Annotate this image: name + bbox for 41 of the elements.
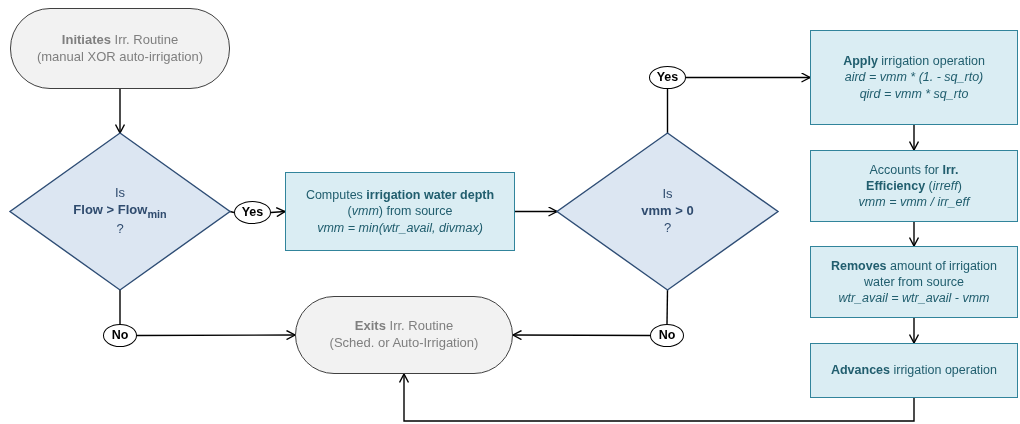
arrow: [136, 329, 296, 341]
node-text: Exits Irr. Routine: [354, 318, 454, 335]
arrow: [514, 206, 558, 217]
node-text: Accounts for Irr. Efficiency (irreff): [865, 161, 963, 195]
node-text: ?: [116, 220, 124, 238]
formula-text: qird = vmm * sq_rto: [859, 85, 969, 102]
formula-text: vmm = vmm / irr_eff: [858, 194, 970, 211]
answer-label: No: [111, 327, 129, 344]
answer-oval: [103, 324, 137, 347]
node-text: Is: [662, 186, 673, 204]
arrow: [398, 373, 915, 422]
answer-label: No: [658, 327, 676, 344]
process-box: [810, 246, 1018, 318]
arrow: [908, 221, 920, 247]
answer-oval: [649, 66, 686, 89]
node-text: vmm > 0: [641, 203, 694, 220]
answer-label: Yes: [656, 69, 679, 86]
formula-text: vmm = min(wtr_avail, divmax): [317, 219, 483, 236]
node-text: Apply irrigation operation: [843, 53, 985, 70]
arrow: [908, 124, 920, 151]
process-box: [810, 30, 1018, 125]
formula-text: aird = vmm * (1. - sq_rto): [844, 69, 984, 86]
node-text: Initiates Irr. Routine: [61, 31, 179, 49]
arrow: [114, 88, 126, 134]
process-box: [810, 150, 1018, 222]
process-box: [810, 343, 1018, 398]
node-text: (manual XOR auto-irrigation): [36, 48, 204, 66]
arrow: [685, 72, 811, 83]
answer-oval: [234, 201, 271, 224]
process-box: [285, 172, 515, 251]
node-text: ?: [663, 219, 672, 237]
node-text: Advances irrigation operation: [830, 362, 998, 379]
formula-text: wtr_avail = wtr_avail - vmm: [838, 290, 990, 307]
node-text: Is: [114, 185, 126, 203]
node-text: (Sched. or Auto-Irrigation): [329, 335, 479, 352]
answer-label: Yes: [241, 204, 264, 221]
arrow: [908, 317, 920, 344]
node-text: Flow > Flow$_{min}$: [73, 202, 167, 221]
answer-oval: [650, 324, 684, 347]
arrow: [512, 329, 651, 341]
arrow: [270, 206, 286, 218]
